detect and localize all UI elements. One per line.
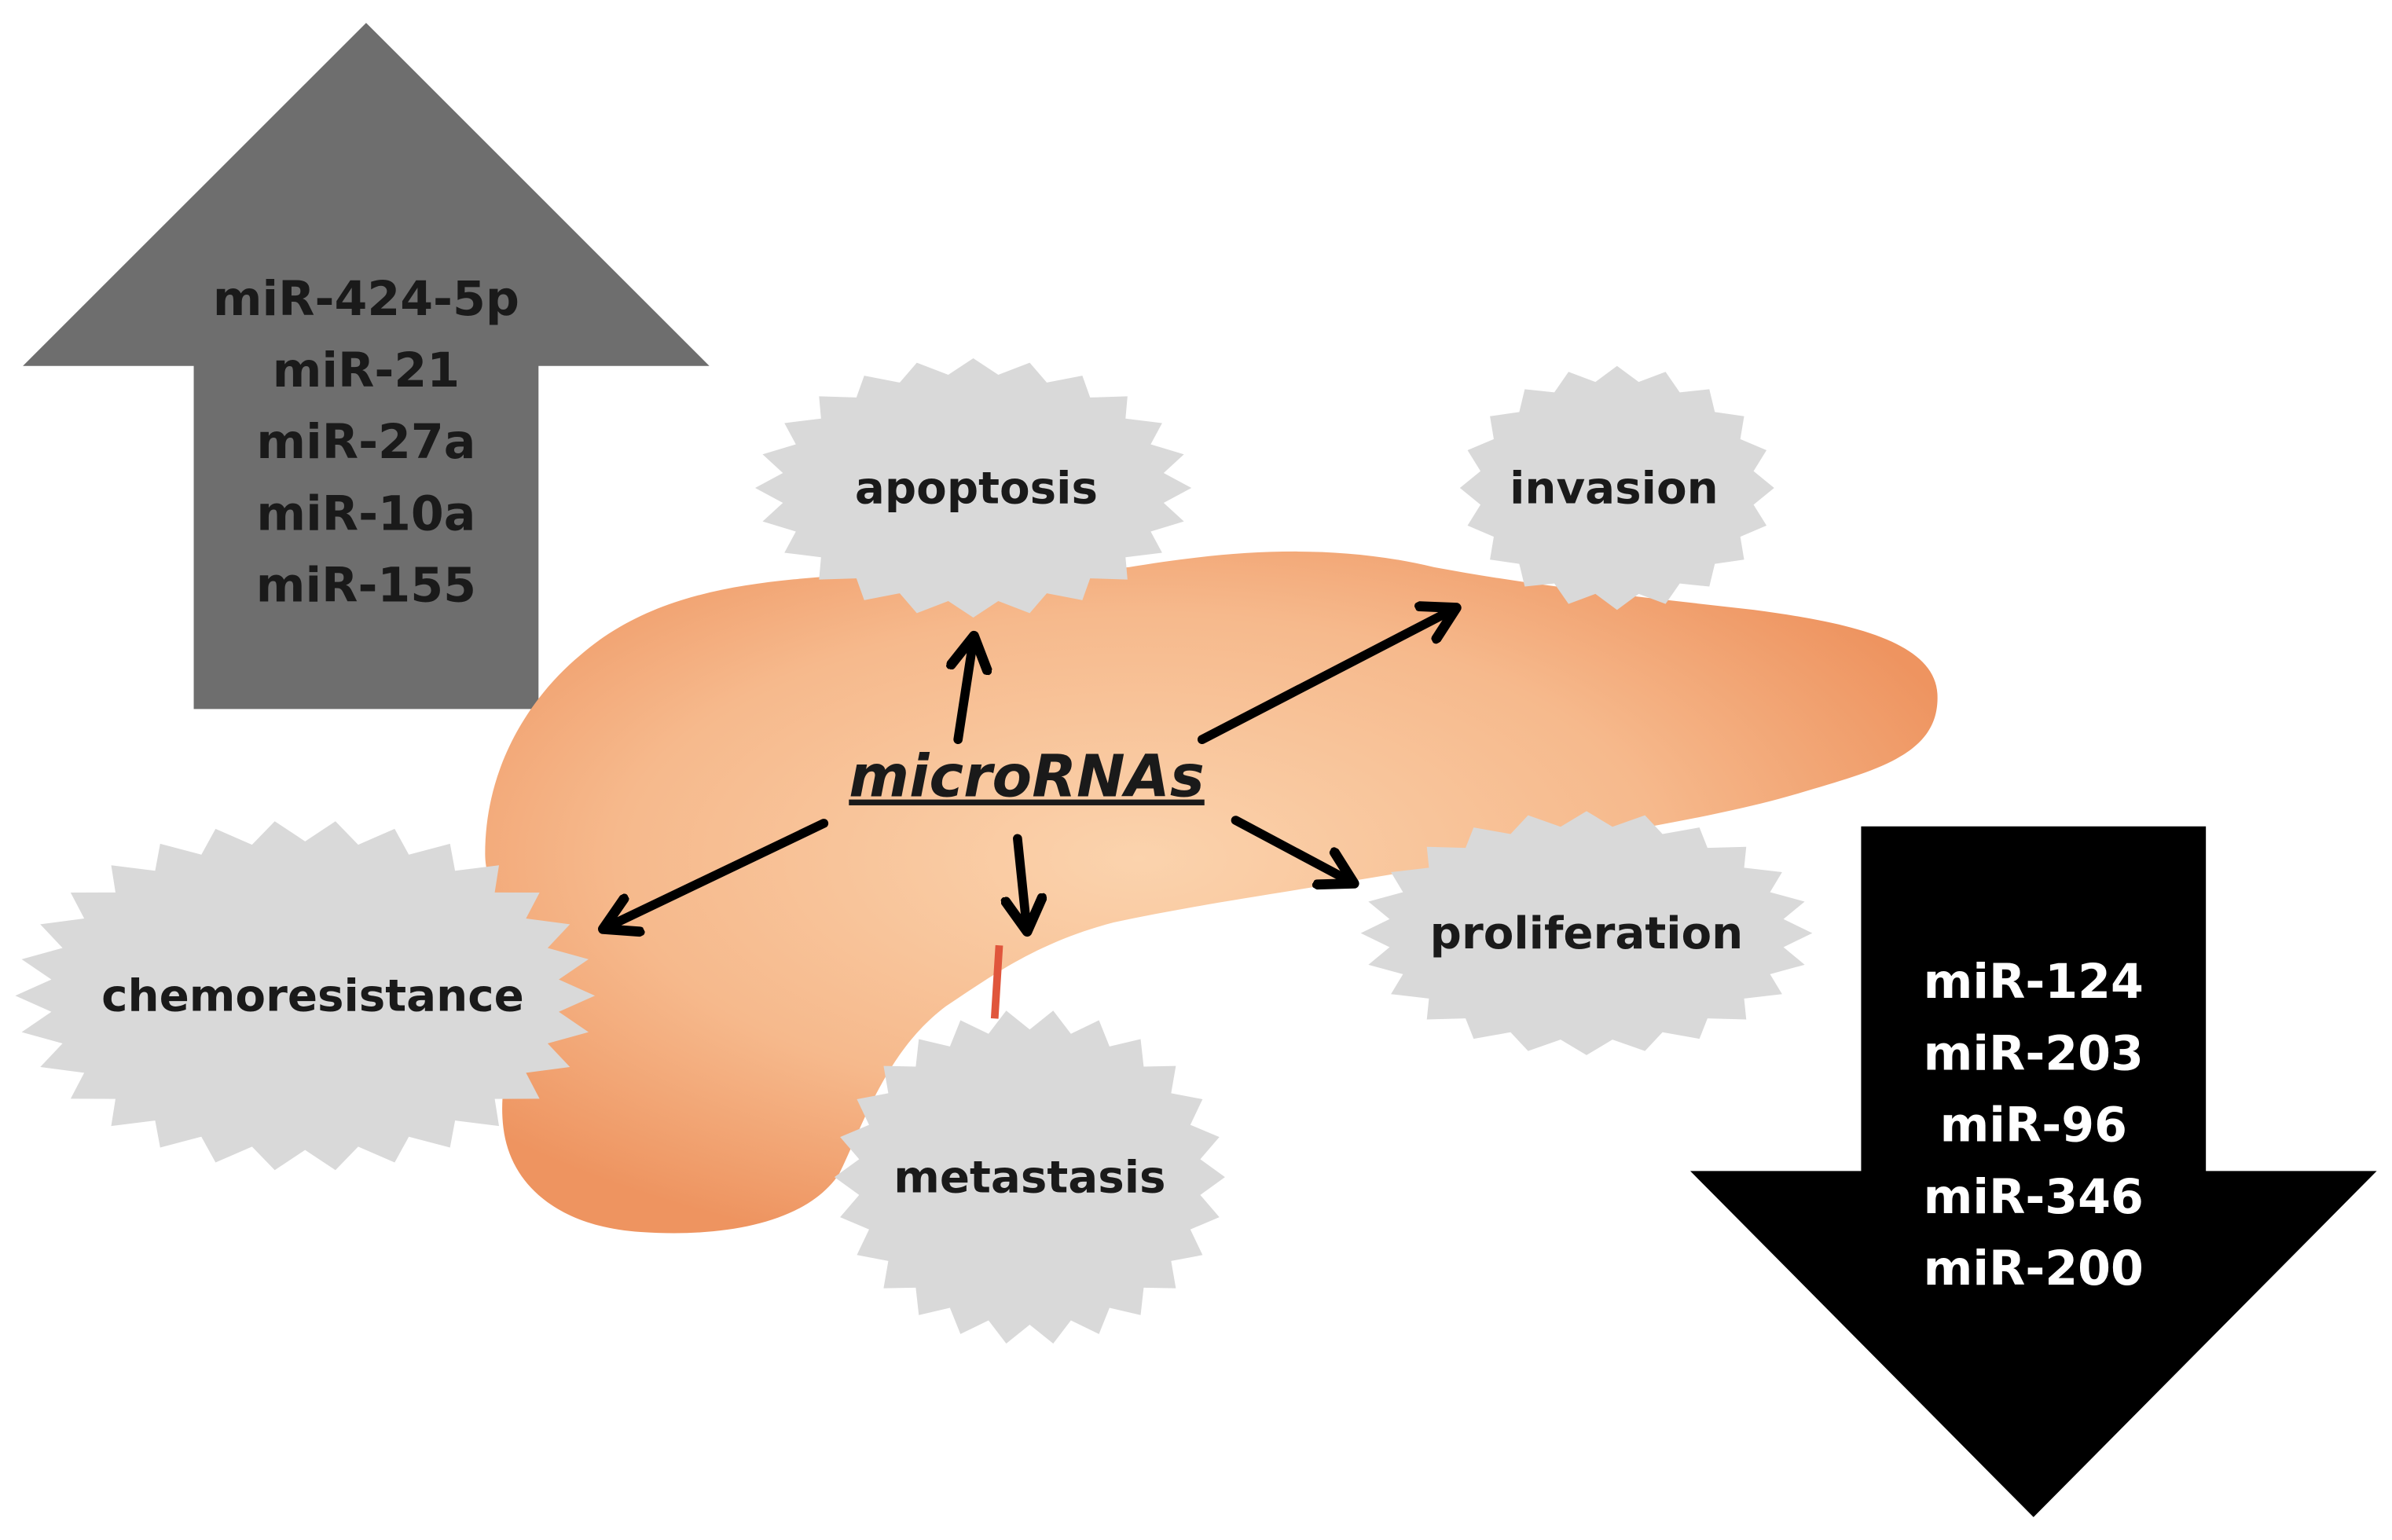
downregulated-arrow bbox=[1689, 826, 2377, 1517]
downregulated-item: miR-346 bbox=[1924, 1170, 2144, 1225]
apoptosis-label: apoptosis bbox=[855, 464, 1098, 515]
upregulated-item: miR-21 bbox=[273, 343, 460, 398]
metastasis-burst bbox=[834, 1010, 1225, 1344]
chemoresistance-burst bbox=[15, 821, 596, 1171]
apoptosis-burst bbox=[754, 358, 1192, 618]
invasion-burst bbox=[1459, 365, 1774, 610]
arrow-to-chemoresistance bbox=[607, 819, 829, 927]
invasion-label: invasion bbox=[1510, 464, 1719, 515]
downregulated-item: miR-124 bbox=[1924, 955, 2144, 1010]
upregulated-arrow bbox=[23, 23, 710, 710]
proliferation-burst bbox=[1360, 811, 1813, 1055]
arrow-to-metastasis bbox=[1018, 834, 1027, 927]
upregulated-item: miR-424-5p bbox=[213, 272, 519, 327]
upregulated-item: miR-155 bbox=[256, 559, 476, 614]
pancreas-duct-accent bbox=[990, 944, 1003, 1019]
metastasis-label: metastasis bbox=[893, 1153, 1165, 1204]
pancreas-illustration bbox=[485, 551, 1938, 1234]
upregulated-list: miR-424-5p miR-21 miR-27a miR-10a miR-15… bbox=[213, 272, 519, 614]
arrow-to-proliferation bbox=[1231, 816, 1350, 882]
proliferation-label: proliferation bbox=[1430, 908, 1744, 959]
arrow-to-apoptosis bbox=[958, 640, 973, 745]
microrna-center-label: microRNAs bbox=[849, 744, 1204, 811]
upregulated-item: miR-27a bbox=[256, 415, 475, 470]
chemoresistance-label: chemoresistance bbox=[101, 971, 524, 1022]
downregulated-item: miR-203 bbox=[1924, 1026, 2144, 1081]
downregulated-item: miR-200 bbox=[1924, 1241, 2144, 1296]
arrow-to-invasion bbox=[1197, 610, 1452, 745]
upregulated-item: miR-10a bbox=[256, 486, 475, 541]
downregulated-item: miR-96 bbox=[1940, 1098, 2127, 1153]
downregulated-list: miR-124 miR-203 miR-96 miR-346 miR-200 bbox=[1924, 955, 2144, 1296]
